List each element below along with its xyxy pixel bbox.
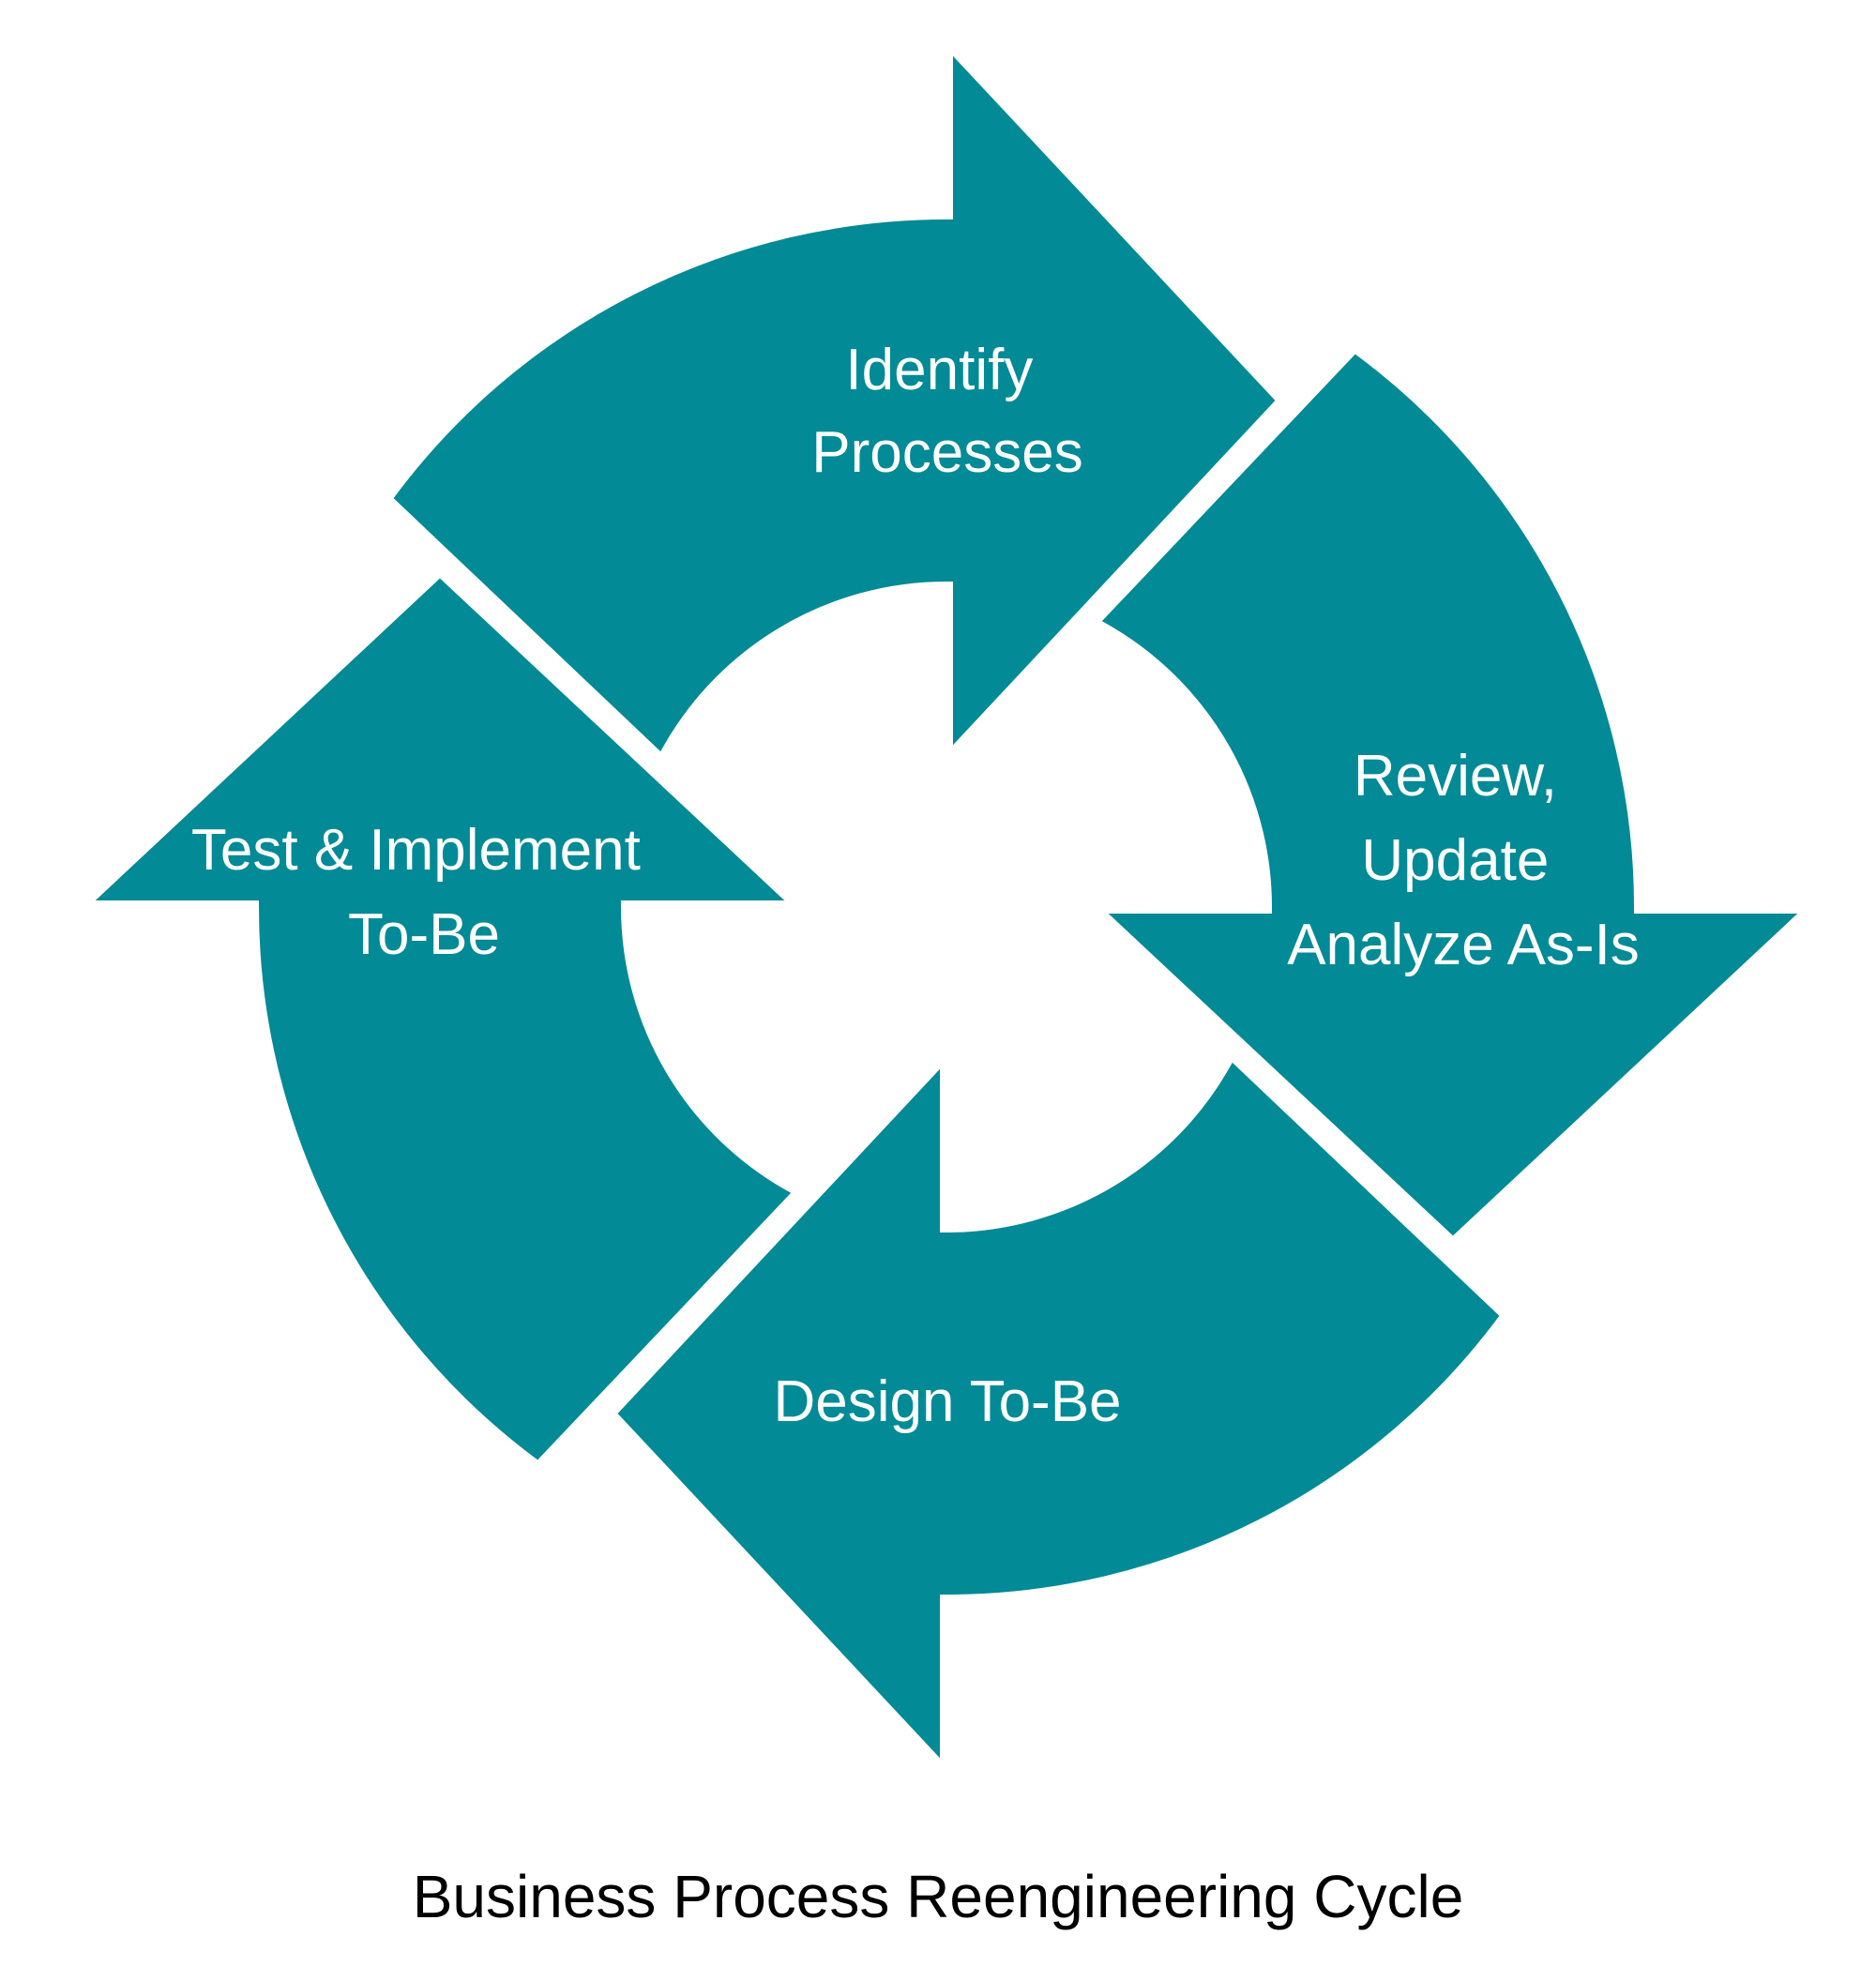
label-design: Design To-Be (773, 1369, 1121, 1434)
arrow-test-implement (62, 560, 818, 1477)
arrow-review (1075, 337, 1831, 1254)
label-identify: Identify Processes (811, 338, 1082, 485)
diagram-caption: Business Process Reengineering Cycle (412, 1863, 1464, 1930)
arrow-identify (376, 23, 1294, 779)
label-review: Review, Update Analyze As-Is (1287, 744, 1640, 977)
label-test: Test & Implement To-Be (191, 818, 657, 967)
arrow-design (599, 1036, 1517, 1792)
